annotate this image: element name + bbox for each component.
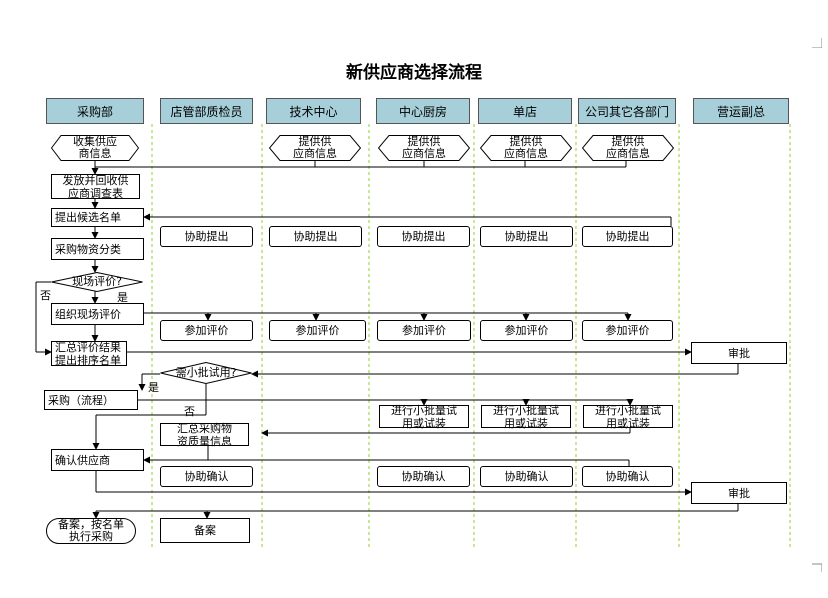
collect-info-text: 收集供应 商信息 <box>73 135 117 160</box>
assist-confirm-kitchen: 协助确认 <box>377 466 470 487</box>
trial-store: 进行小批量试 用或试装 <box>481 404 571 430</box>
lane-header-central-kitchen: 中心厨房 <box>376 98 470 124</box>
provide-info-tech-text: 提供供 应商信息 <box>293 135 337 160</box>
approve-box-1: 审批 <box>691 342 787 364</box>
provide-info-kitchen-text: 提供供 应商信息 <box>402 135 446 160</box>
provide-info-kitchen: 提供供 应商信息 <box>378 135 470 161</box>
assist-confirm-qc: 协助确认 <box>160 466 253 487</box>
confirm-supplier-box: 确认供应商 <box>51 449 144 471</box>
site-eval-decision-text: 现场评价? <box>72 275 122 288</box>
assist-confirm-other: 协助确认 <box>582 466 673 487</box>
lane-header-ops-vp: 营运副总 <box>693 98 789 124</box>
assist-propose-qc: 协助提出 <box>160 226 253 247</box>
approve-box-2: 审批 <box>691 482 787 504</box>
lane-header-other-depts: 公司其它各部门 <box>578 98 676 124</box>
no-label: 否 <box>40 289 51 302</box>
provide-info-other-text: 提供供 应商信息 <box>606 135 650 160</box>
participate-other: 参加评价 <box>582 320 673 341</box>
shortlist-box: 提出候选名单 <box>51 208 144 227</box>
provide-info-other: 提供供 应商信息 <box>582 135 674 161</box>
survey-box: 发放并回收供 应商调查表 <box>51 174 140 200</box>
lane-header-procurement: 采购部 <box>46 98 144 124</box>
assist-propose-other: 协助提出 <box>582 226 673 247</box>
qc-summary-box: 汇总采购物 资质量信息 <box>160 422 249 448</box>
lane-header-tech-center: 技术中心 <box>266 98 361 124</box>
participate-qc: 参加评价 <box>160 320 253 341</box>
assist-propose-kitchen: 协助提出 <box>377 226 470 247</box>
assist-propose-tech: 协助提出 <box>269 226 362 247</box>
trial-other: 进行小批量试 用或试装 <box>583 404 673 430</box>
provide-info-store: 提供供 应商信息 <box>480 135 572 161</box>
assist-confirm-store: 协助确认 <box>480 466 573 487</box>
site-eval-decision: 现场评价? <box>51 272 143 292</box>
assist-propose-store: 协助提出 <box>480 226 573 247</box>
purchase-box: 采购（流程） <box>44 390 138 410</box>
file-box: 备案 <box>160 518 250 543</box>
small-batch-decision: 需小批试用? <box>160 362 252 384</box>
participate-kitchen: 参加评价 <box>377 320 471 341</box>
collect-info-shape: 收集供应 商信息 <box>51 135 139 161</box>
trial-kitchen: 进行小批量试 用或试装 <box>379 404 469 430</box>
provide-info-store-text: 提供供 应商信息 <box>504 135 548 160</box>
organize-eval-box: 组织现场评价 <box>51 303 144 325</box>
page-corner-mark <box>812 563 822 572</box>
small-batch-decision-text: 需小批试用? <box>175 366 237 379</box>
yes-label: 是 <box>117 291 128 304</box>
participate-store: 参加评价 <box>480 320 573 341</box>
participate-tech: 参加评价 <box>269 320 366 341</box>
lane-header-store: 单店 <box>478 98 572 124</box>
classify-box: 采购物资分类 <box>51 238 144 260</box>
no-label-2: 否 <box>184 405 195 418</box>
summary-box: 汇总评价结果 提出排序名单 <box>51 341 127 367</box>
yes-label-2: 是 <box>148 381 159 394</box>
lane-header-store-qc: 店管部质检员 <box>160 98 253 124</box>
file-exec-terminal: 备案，按名单 执行采购 <box>46 518 136 544</box>
provide-info-tech: 提供供 应商信息 <box>269 135 361 161</box>
page-title: 新供应商选择流程 <box>346 63 482 83</box>
